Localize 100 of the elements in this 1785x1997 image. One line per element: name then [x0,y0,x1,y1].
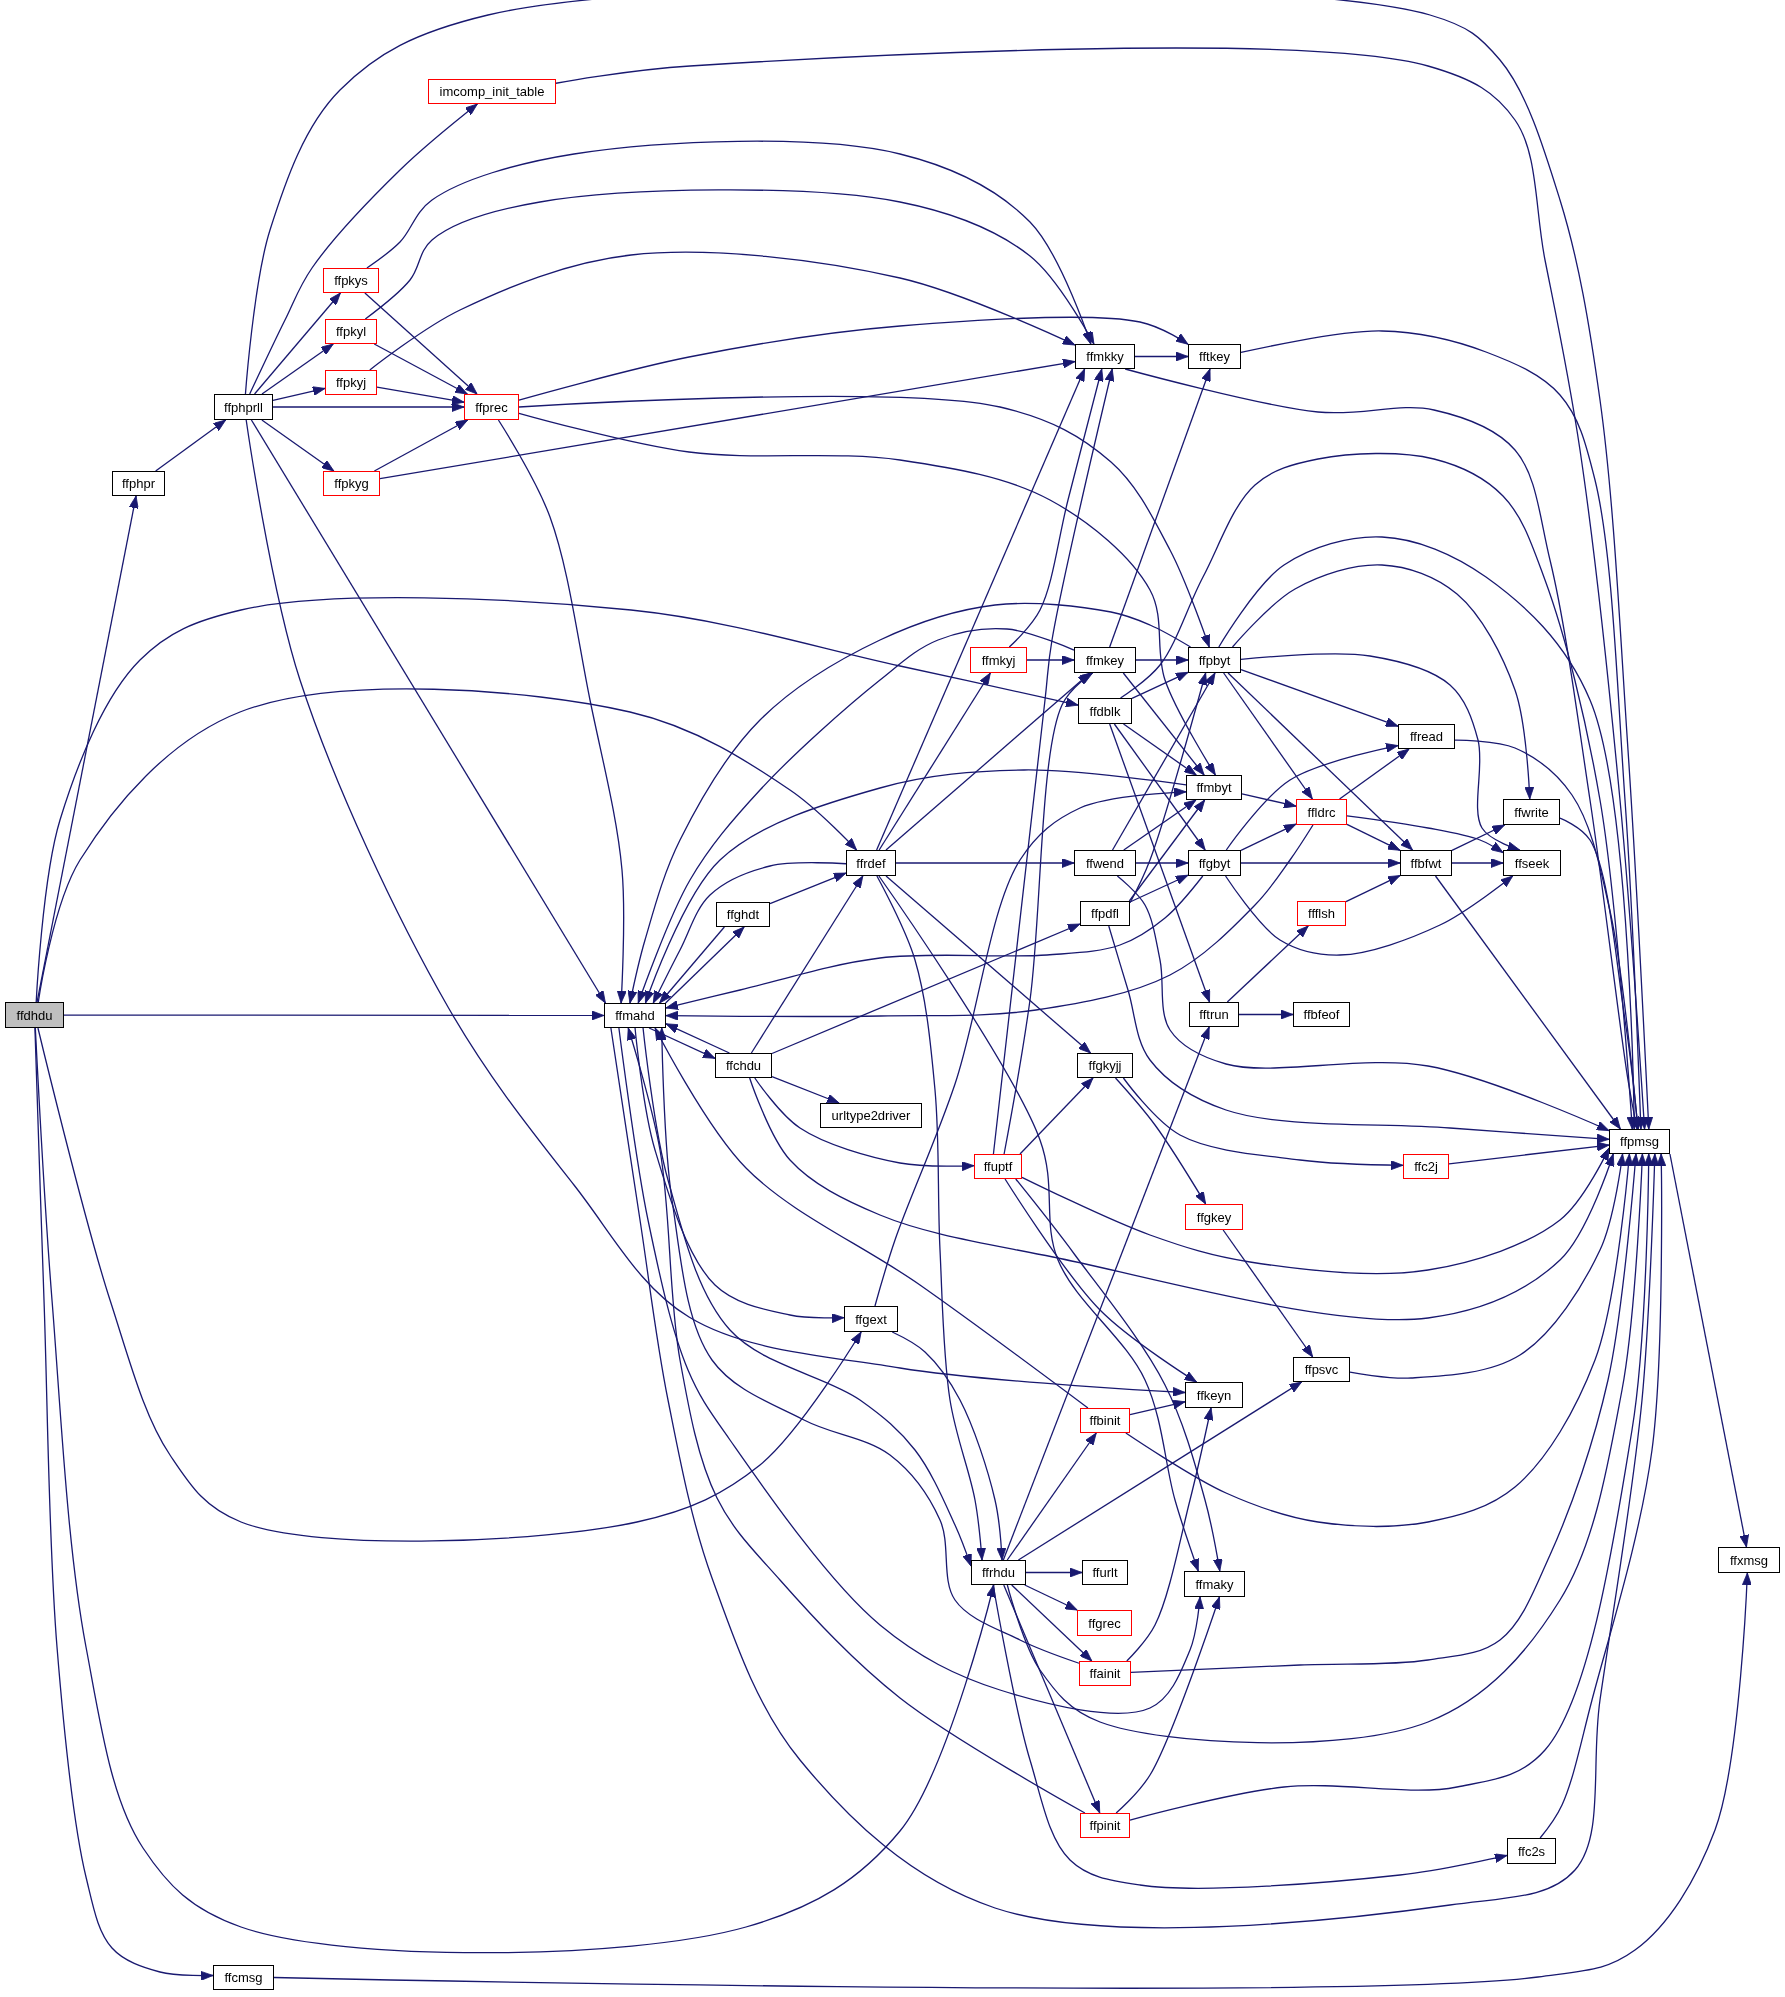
call-arrow [1451,858,1504,868]
call-arrow [771,1076,840,1104]
call-arrow [1019,1077,1094,1155]
function-box: ffpkyg [323,471,380,496]
function-box: ffpbyt [1188,647,1241,673]
call-arrow [657,1027,1080,1664]
function-box: ffpkys [323,268,379,293]
call-arrow [1129,672,1208,904]
call-arrow [1240,823,1297,851]
call-arrow [497,419,627,1004]
function-box: ffprec [464,394,519,420]
call-arrow [627,1027,1086,1814]
call-arrow [63,1010,605,1021]
function-box: ffkeyn [1185,1382,1243,1408]
call-arrow [1126,1407,1214,1662]
call-arrow [1134,351,1189,362]
function-box: ffrdef [846,850,896,876]
call-arrow [1225,743,1399,851]
call-arrow [891,1331,1007,1561]
call-arrow [1226,925,1309,1003]
function-box: ffc2s [1507,1838,1556,1864]
call-arrow [1238,1009,1294,1020]
call-arrow [1240,330,1646,1130]
call-arrow [1128,799,1206,902]
function-box: ffpkyj [325,370,377,395]
call-arrow [1025,1567,1083,1578]
call-arrow [261,419,335,472]
call-arrow [250,419,607,1004]
function-box: ffgkyjj [1077,1053,1133,1078]
call-arrow [648,1027,716,1059]
call-arrow [518,395,1210,648]
function-box: ffldrc [1296,799,1347,825]
call-arrow [1108,925,1610,1144]
call-arrow [376,386,465,405]
call-arrow [1129,1399,1186,1416]
call-arrow [642,1027,972,1567]
call-arrow [664,926,745,1004]
call-arrow [1669,1153,1749,1548]
call-arrow [373,343,468,395]
call-arrow [874,787,1187,1307]
function-box: ffrhdu [971,1560,1026,1585]
call-arrow [1240,653,1521,852]
call-arrow [261,343,334,395]
call-arrow [272,386,326,401]
function-box: ffwend [1074,850,1136,876]
call-arrow [610,1027,1660,1929]
call-arrow [1227,672,1414,851]
call-arrow [555,47,1649,1130]
call-arrow [878,875,1199,1572]
call-arrow [771,923,1081,1055]
function-box: ffwrite [1503,799,1560,825]
function-box: ffmkyj [970,647,1027,673]
call-arrow [1006,1432,1097,1561]
call-arrow [373,419,469,472]
call-arrow [1135,858,1189,868]
call-arrow [518,316,1189,401]
call-arrow [1345,874,1401,903]
function-box: ffbfeof [1293,1002,1350,1027]
call-arrow [245,419,1186,1397]
call-arrow [1003,1584,1101,1814]
call-arrow [659,926,725,1004]
call-arrow [665,824,1314,1021]
function-box: ffgkey [1185,1204,1243,1230]
function-box: ffxmsg [1718,1547,1780,1573]
call-arrow [1131,671,1189,700]
call-arrow [1021,1147,1610,1275]
call-arrow [1111,672,1216,851]
function-box: ffpinit [1080,1813,1130,1838]
function-box: ffpsvc [1293,1357,1350,1382]
call-arrow [750,875,864,1054]
call-arrow [366,140,1092,345]
call-arrow [37,1027,862,1542]
call-arrow [637,628,1075,1004]
function-box: urltype2driver [820,1103,922,1128]
call-arrow [1223,672,1313,800]
call-arrow [769,872,847,905]
call-arrow [1448,1141,1610,1165]
call-arrow [1130,1153,1640,1673]
call-arrow [1109,368,1211,648]
function-box: ffuptf [974,1154,1022,1179]
call-arrow [1115,1596,1221,1814]
call-arrow [992,368,1115,1155]
call-arrow [875,368,1086,851]
call-arrow [35,597,1079,1003]
call-arrow [1241,793,1297,809]
call-arrow [253,292,342,395]
call-arrow [654,1027,1089,1409]
call-arrow [249,103,478,395]
call-arrow [644,769,1187,1004]
call-arrow [1559,817,1642,1130]
call-arrow [1123,799,1197,851]
call-arrow [1224,875,1514,956]
call-arrow [1346,823,1401,851]
call-arrow [37,688,858,1003]
call-arrow [652,862,847,1004]
call-arrow [1006,1153,1647,1744]
call-arrow [1109,723,1211,1003]
function-box: ffc2j [1403,1154,1449,1179]
function-box: ffmahd [604,1003,666,1028]
function-box: ffmkey [1074,647,1136,673]
